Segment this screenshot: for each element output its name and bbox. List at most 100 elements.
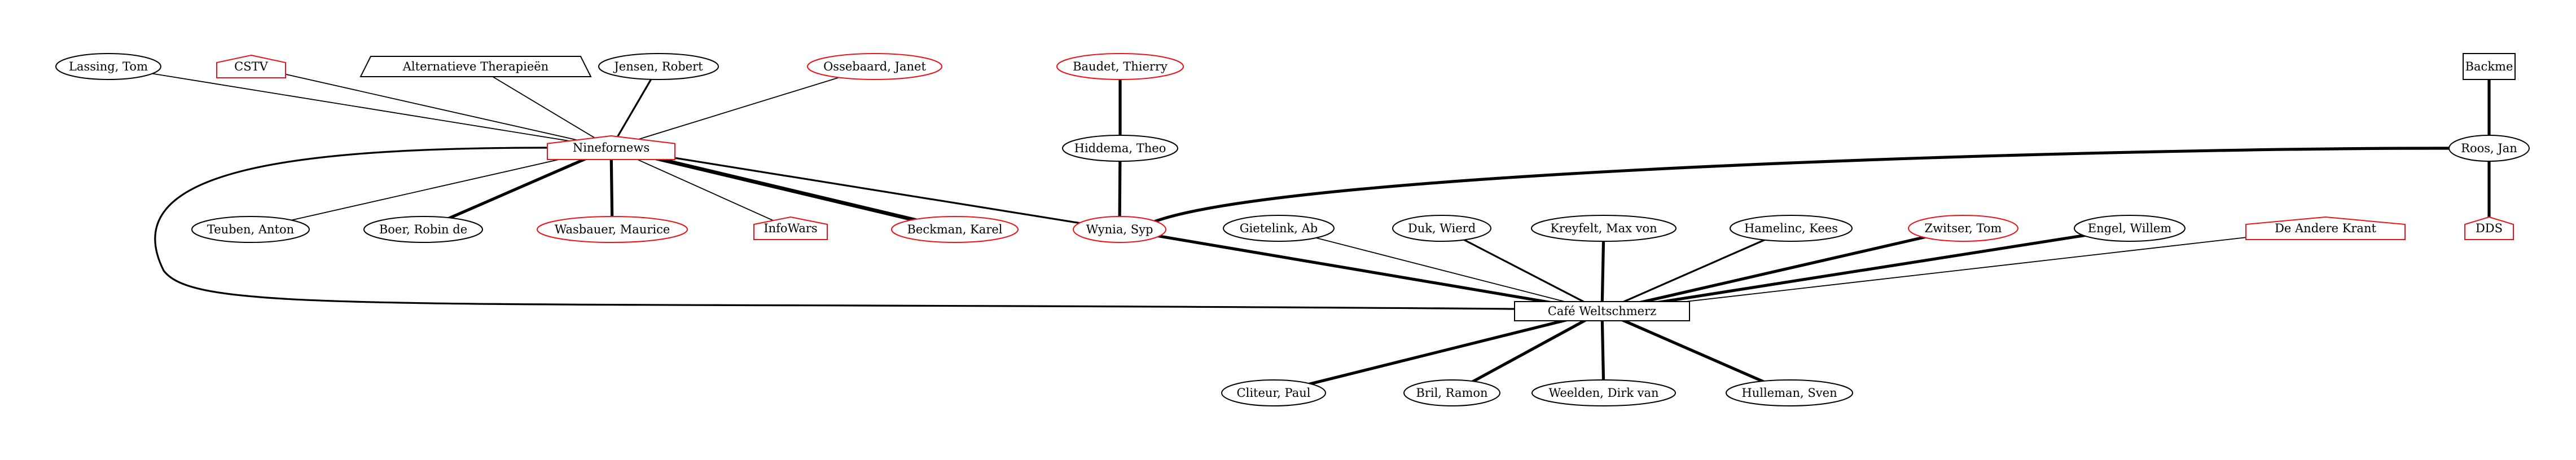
node-teuben[interactable]: Teuben, Anton	[191, 216, 310, 243]
node-hiddema[interactable]: Hiddema, Theo	[1062, 135, 1178, 162]
edge-ninefornews-wynia	[610, 147, 1121, 231]
edge-cstv-ninefornews	[251, 66, 612, 148]
node-hamelinc[interactable]: Hamelinc, Kees	[1730, 215, 1853, 242]
node-deandere[interactable]: De Andere Krant	[2245, 216, 2406, 240]
node-ossebaard[interactable]: Ossebaard, Janet	[807, 53, 942, 80]
node-shape	[1531, 379, 1676, 406]
node-cafe[interactable]: Café Weltschmerz	[1514, 301, 1690, 321]
node-shape	[363, 216, 483, 243]
node-shape	[1223, 215, 1335, 242]
node-baudet[interactable]: Baudet, Thierry	[1056, 53, 1184, 80]
node-alternatieve[interactable]: Alternatieve Therapieën	[359, 56, 592, 77]
node-shape	[547, 135, 675, 160]
node-wasbauer[interactable]: Wasbauer, Maurice	[537, 216, 688, 243]
node-label: De Andere Krant	[2275, 222, 2376, 235]
node-cliteur[interactable]: Cliteur, Paul	[1221, 379, 1326, 406]
node-label: Gietelink, Ab	[1240, 222, 1318, 235]
node-shape	[2074, 215, 2186, 242]
node-label: Café Weltschmerz	[1548, 304, 1656, 318]
node-label: Lassing, Tom	[69, 60, 148, 73]
node-label: Hiddema, Theo	[1074, 141, 1166, 155]
node-shape	[1726, 379, 1853, 406]
node-shape	[1403, 379, 1500, 406]
node-ninefornews[interactable]: Ninefornews	[547, 135, 675, 160]
node-jensen[interactable]: Jensen, Robert	[598, 53, 719, 80]
node-shape	[1531, 215, 1677, 242]
node-wynia[interactable]: Wynia, Syp	[1073, 216, 1166, 243]
node-label: Beckman, Karel	[907, 223, 1002, 236]
node-label: Boer, Robin de	[379, 223, 467, 236]
node-shape	[807, 53, 942, 80]
edge-lassing-ninefornews	[108, 66, 612, 148]
node-label: Zwitser, Tom	[1925, 222, 2002, 235]
edge-ninefornews-boer	[422, 146, 613, 231]
edge-jensen-ninefornews	[610, 65, 660, 149]
node-label: Cliteur, Paul	[1237, 386, 1311, 400]
node-shape	[1062, 135, 1178, 162]
node-label: Engel, Willem	[2088, 222, 2172, 235]
node-zwitser[interactable]: Zwitser, Tom	[1908, 215, 2018, 242]
node-engel[interactable]: Engel, Willem	[2074, 215, 2186, 242]
edge-zwitser-cafe	[1600, 227, 1965, 313]
node-beckman[interactable]: Beckman, Karel	[891, 216, 1019, 243]
node-gietelink[interactable]: Gietelink, Ab	[1223, 215, 1335, 242]
node-label: Teuben, Anton	[207, 223, 294, 236]
edge-roos-wynia	[1153, 147, 2451, 223]
node-shape	[1908, 215, 2018, 242]
node-label: Hulleman, Sven	[1741, 386, 1837, 400]
edge-hamelinc-cafe	[1601, 227, 1792, 312]
node-label: Roos, Jan	[2461, 141, 2517, 155]
node-shape	[191, 216, 310, 243]
node-hulleman[interactable]: Hulleman, Sven	[1726, 379, 1853, 406]
node-shape	[1730, 215, 1853, 242]
node-boer[interactable]: Boer, Robin de	[363, 216, 483, 243]
node-lassing[interactable]: Lassing, Tom	[55, 53, 161, 80]
edge-cafe-cliteur	[1272, 309, 1604, 395]
edge-alternatieve-ninefornews	[475, 66, 612, 148]
node-shape	[1056, 53, 1184, 80]
node-shape	[2463, 53, 2516, 80]
edge-ossebaard-ninefornews	[611, 66, 875, 148]
node-kreyfelt[interactable]: Kreyfelt, Max von	[1531, 215, 1677, 242]
node-weelden[interactable]: Weelden, Dirk van	[1531, 379, 1676, 406]
node-shape	[2448, 135, 2530, 162]
node-label: Wasbauer, Maurice	[555, 223, 670, 236]
node-infowars[interactable]: InfoWars	[753, 216, 828, 240]
node-label: Ninefornews	[573, 141, 650, 154]
node-label: Alternatieve Therapieën	[402, 60, 548, 73]
node-bril[interactable]: Bril, Ramon	[1403, 379, 1500, 406]
edge-cafe-hulleman	[1600, 309, 1791, 395]
node-cstv[interactable]: CSTV	[216, 54, 286, 78]
node-duk[interactable]: Duk, Wierd	[1392, 215, 1491, 242]
edge-cafe-bril	[1450, 309, 1604, 395]
edge-deandere-cafe	[1601, 228, 2326, 312]
node-shape	[1514, 301, 1690, 321]
node-backme[interactable]: Backme	[2463, 53, 2516, 80]
node-layer: Lassing, Tom CSTV Alternatieve Therapieën J…	[55, 53, 2530, 406]
edge-ninefornews-infowars	[611, 147, 791, 229]
node-dds[interactable]: DDS	[2464, 216, 2514, 240]
node-shape	[2245, 216, 2406, 240]
node-shape	[891, 216, 1019, 243]
node-label: Ossebaard, Janet	[823, 60, 926, 73]
edge-kreyfelt-cafe	[1600, 227, 1605, 313]
node-shape	[1073, 216, 1166, 243]
node-label: Jensen, Robert	[613, 60, 703, 73]
node-label: DDS	[2476, 222, 2503, 235]
edge-ninefornews-wasbauer	[609, 146, 614, 231]
node-shape	[1392, 215, 1491, 242]
node-label: Kreyfelt, Max von	[1550, 222, 1657, 235]
node-label: InfoWars	[763, 222, 817, 235]
node-shape	[1221, 379, 1326, 406]
edge-ninefornews-teuben	[250, 147, 612, 230]
node-shape	[2464, 216, 2514, 240]
node-shape	[537, 216, 688, 243]
node-label: Wynia, Syp	[1086, 223, 1153, 236]
node-label: CSTV	[234, 60, 268, 73]
node-shape	[55, 53, 161, 80]
node-roos[interactable]: Roos, Jan	[2448, 135, 2530, 162]
node-label: Bril, Ramon	[1416, 386, 1487, 400]
edge-layer	[108, 65, 2491, 395]
edge-wynia-cafe	[1118, 228, 1604, 313]
